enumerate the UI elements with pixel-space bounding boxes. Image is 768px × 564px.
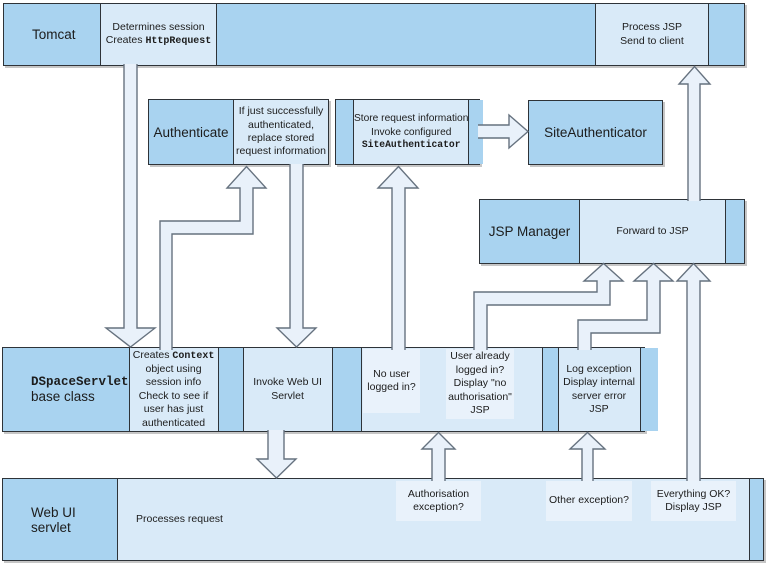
invoke-webui-text: Invoke Web UI Servlet (253, 376, 322, 402)
process-jsp-line2: Send to client (620, 34, 684, 47)
webui-servlet-lane: Web UI servlet Processes request (2, 478, 764, 561)
determines-session-box: Determines session Creates HttpRequest (100, 4, 217, 65)
arrow-invoke-to-webui (255, 430, 298, 479)
httprequest-code: HttpRequest (145, 35, 212, 47)
arrow-authenticate-to-servlet (275, 164, 318, 348)
tomcat-end-cap (709, 4, 744, 65)
other-exception-panel: Other exception? (546, 481, 632, 521)
arrow-everythingok-to-forward (675, 262, 712, 481)
if-just-authenticated-box: If just successfully authenticated, repl… (233, 100, 328, 164)
jsp-manager-lane: JSP Manager Forward to JSP (479, 199, 745, 264)
dspaceservlet-lane: DSpaceServlet base class Creates Context… (2, 347, 658, 432)
other-exception-text: Other exception? (549, 494, 629, 507)
tomcat-label: Tomcat (32, 27, 76, 42)
dspace-spacer-2 (332, 348, 361, 431)
dspace-end-cap (640, 348, 658, 431)
log-exception-text: Log exception Display internal server er… (563, 362, 635, 415)
arrow-forward-to-processjsp (677, 65, 712, 201)
everything-ok-line1: Everything OK? (656, 487, 731, 500)
forward-to-jsp-box: Forward to JSP (579, 200, 726, 263)
everything-ok-panel: Everything OK? Display JSP (651, 481, 736, 521)
arrow-store-to-siteauthenticator (478, 113, 530, 150)
determines-session-prefix: Creates (105, 34, 146, 47)
arrow-useralready-to-forward (473, 262, 625, 350)
store-request-line2: Invoke configured (370, 126, 452, 138)
jsp-manager-label: JSP Manager (488, 224, 571, 239)
everything-ok-line2: Display JSP (665, 501, 722, 513)
invoke-webui-box: Invoke Web UI Servlet (242, 348, 333, 431)
creates-context-prefix: Creates (132, 349, 173, 362)
authorisation-exception-panel: Authorisation exception? (396, 481, 481, 521)
arrow-otherexception-to-logexception (568, 431, 607, 481)
authenticate-lane-left: Authenticate If just successfully authen… (148, 99, 329, 165)
authenticate-lane-right: Store request information Invoke configu… (335, 99, 484, 165)
authorisation-exception-text: Authorisation exception? (407, 487, 470, 513)
log-exception-box: Log exception Display internal server er… (557, 348, 641, 431)
context-code: Context (172, 350, 215, 362)
creates-context-text: Creates Context object using session inf… (132, 349, 216, 430)
no-user-panel: No user logged in? (363, 349, 420, 413)
process-jsp-line1: Process JSP (621, 21, 683, 34)
arrow-context-to-authenticate (159, 165, 268, 350)
dspaceservlet-label-section: DSpaceServlet base class (3, 348, 129, 431)
store-request-left-cap (336, 100, 353, 164)
user-already-panel: User already logged in? Display "no auth… (446, 349, 514, 419)
jsp-manager-label-section: JSP Manager (480, 200, 579, 263)
forward-to-jsp-text: Forward to JSP (616, 224, 689, 237)
user-already-text: User already logged in? Display "no auth… (448, 350, 512, 417)
tomcat-lane: Tomcat Determines session Creates HttpRe… (3, 3, 745, 66)
if-just-authenticated-text: If just successfully authenticated, repl… (236, 105, 326, 158)
determines-session-line1: Determines session (112, 20, 205, 33)
dspace-spacer-1 (218, 348, 243, 431)
site-authenticator-label: SiteAuthenticator (544, 125, 647, 140)
webui-label-section: Web UI servlet (3, 479, 117, 560)
store-request-right-cap (469, 100, 484, 164)
tomcat-label-section: Tomcat (4, 4, 100, 65)
dspace-spacer-3 (542, 348, 558, 431)
authenticate-label: Authenticate (153, 124, 229, 140)
arrow-authexception-to-nouser (420, 431, 457, 481)
no-user-text: No user logged in? (367, 367, 416, 393)
dspaceservlet-label: DSpaceServlet (31, 375, 129, 389)
dspaceservlet-label-rest: base class (31, 389, 95, 404)
jsp-manager-end-cap (726, 200, 744, 263)
tomcat-spacer (217, 4, 595, 65)
determines-session-line2: Creates HttpRequest (106, 34, 212, 48)
arrow-logexception-to-forward (577, 262, 675, 350)
processes-request-text: Processes request (136, 512, 223, 525)
site-authenticator-box: SiteAuthenticator (528, 100, 663, 165)
store-request-line1: Store request information (354, 113, 469, 125)
process-jsp-box: Process JSP Send to client (595, 4, 709, 65)
arrow-nouser-to-store (376, 165, 420, 350)
creates-context-rest: object using session info Check to see i… (138, 362, 209, 429)
authenticate-label-section: Authenticate (149, 100, 233, 164)
creates-context-box: Creates Context object using session inf… (128, 348, 219, 431)
store-request-box: Store request information Invoke configu… (353, 100, 470, 164)
webui-label: Web UI servlet (31, 504, 76, 535)
webui-end-cap (750, 479, 763, 560)
siteauthenticator-code: SiteAuthenticator (361, 138, 461, 150)
